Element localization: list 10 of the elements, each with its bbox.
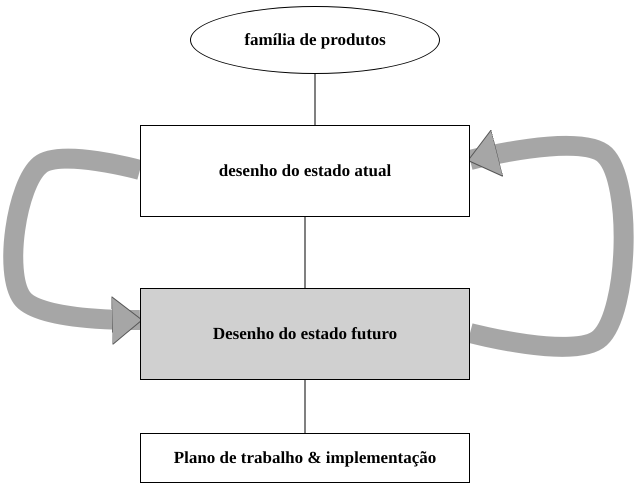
- connector-line: [314, 74, 316, 126]
- process-box: [140, 433, 470, 483]
- node-label: Plano de trabalho & implementação: [174, 448, 436, 468]
- process-box: [140, 125, 470, 217]
- connector-line: [304, 380, 306, 434]
- connector-line: [304, 216, 306, 288]
- process-box: [140, 288, 470, 380]
- node-label: Desenho do estado futuro: [212, 324, 398, 344]
- node-label: família de produtos: [244, 30, 386, 50]
- node-label: desenho do estado atual: [218, 161, 392, 181]
